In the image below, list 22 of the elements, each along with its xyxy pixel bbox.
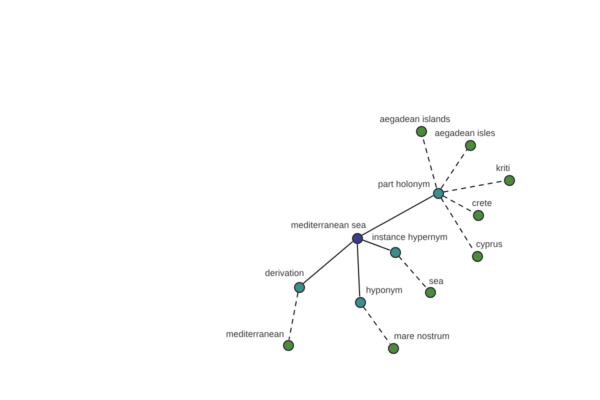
node-label: cyprus — [476, 239, 503, 249]
connector-line — [361, 195, 434, 236]
node-label: sea — [429, 276, 444, 286]
node-label: derivation — [264, 268, 304, 278]
node-label: part holonym — [378, 179, 430, 189]
node-label: aegadean islands — [380, 114, 450, 124]
connector-line — [288, 292, 298, 340]
connector-line — [362, 239, 390, 251]
connector-line — [442, 195, 474, 213]
connector-line — [356, 243, 360, 297]
connector-line — [442, 180, 504, 192]
node-label: hyponym — [366, 285, 403, 295]
connector-line — [302, 241, 354, 284]
node-label: mediterranean sea — [290, 220, 366, 230]
node-label: instance hypernym — [372, 232, 448, 242]
node-label: mare nostrum — [394, 331, 450, 341]
node-label: mediterranean — [226, 329, 284, 339]
connector-line — [398, 256, 427, 288]
connector-line — [440, 149, 468, 189]
node-label: aegadean isles — [434, 128, 496, 138]
node-label: crete — [472, 198, 492, 208]
node-label: kriti — [496, 163, 510, 173]
